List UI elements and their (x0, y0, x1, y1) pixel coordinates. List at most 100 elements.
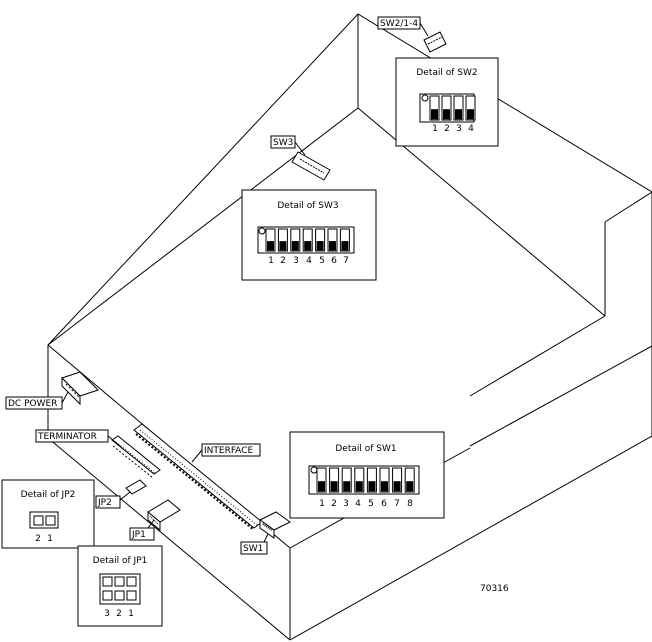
sw2-number-3: 3 (456, 124, 462, 134)
jp1-number-2: 2 (116, 609, 122, 619)
detail-sw1-title: Detail of SW1 (335, 444, 396, 454)
sw3-switch-2-knob (279, 241, 287, 251)
jp1-pin-2b (114, 590, 125, 601)
dc-power-callout: DC POWER (5, 391, 69, 410)
jp1-pin-3a (102, 576, 113, 587)
sw2-switch-1-knob (431, 109, 438, 120)
sw3-switch-7-knob (341, 241, 349, 251)
sw3-number-7: 7 (343, 256, 349, 266)
sw2-number-1: 1 (432, 124, 438, 134)
sw1-switch-4 (354, 467, 365, 493)
sw1-number-2: 2 (331, 499, 337, 509)
sw1-switch-4-knob (355, 481, 363, 492)
sw1-switch-2 (329, 467, 340, 493)
sw1-switch-1-knob (318, 481, 325, 492)
dc-power-callout-label: DC POWER (8, 399, 57, 409)
detail-jp1: Detail of JP1 3 2 1 (77, 545, 163, 627)
detail-sw2-title: Detail of SW2 (416, 68, 477, 78)
sw1-switch-3-knob (343, 481, 351, 492)
sw1-number-1: 1 (319, 499, 325, 509)
jp2-callout: JP2 (95, 491, 131, 509)
sw1-switch-6-knob (381, 481, 388, 492)
sw1-switch-6 (379, 467, 390, 493)
jp1-pin-2a (114, 576, 125, 587)
sw1-number-5: 5 (368, 499, 374, 509)
sw3-number-3: 3 (293, 256, 299, 266)
sw3-switch-5-knob (316, 241, 324, 251)
sw3-switch-4 (302, 228, 313, 252)
sw3-callout: SW3 (270, 135, 306, 156)
sw2-number-2: 2 (444, 124, 450, 134)
sw3-callout-label: SW3 (273, 138, 293, 148)
sw3-switch-6 (327, 228, 338, 252)
sw2-switch-1 (429, 95, 440, 121)
sw3-number-2: 2 (280, 256, 286, 266)
sw3-number-6: 6 (331, 256, 337, 266)
jp1-callout-label: JP1 (131, 530, 146, 540)
jp2-pin-2 (33, 515, 44, 526)
dc-power-connector (61, 371, 99, 406)
sw3-switch-1 (265, 228, 276, 252)
sw3-switch-5 (315, 228, 326, 252)
sw2-switch-2 (441, 95, 452, 121)
sw1-switch-7-knob (393, 481, 401, 492)
sw1-number-4: 4 (355, 499, 361, 509)
sw2-callout-label: SW2/1-4 (380, 19, 418, 29)
sw3-switch-2 (277, 228, 288, 252)
sw3-switch-7 (339, 228, 350, 252)
jp2-jumper (125, 479, 147, 495)
jp1-number-1: 1 (128, 609, 134, 619)
sw3-switch-6-knob (329, 241, 336, 251)
detail-jp2-title: Detail of JP2 (21, 490, 76, 500)
sw1-switch-1 (316, 467, 327, 493)
jp1-jumper (147, 499, 181, 532)
sw1-switch-2-knob (330, 481, 338, 492)
sw3-number-4: 4 (306, 256, 312, 266)
sw2-switch-3 (453, 95, 464, 121)
sw1-callout: SW1 (240, 533, 269, 555)
jp2-number-2: 2 (35, 534, 41, 544)
interface-callout: INTERFACE (191, 443, 261, 463)
jp2-number-1: 1 (47, 534, 53, 544)
sw3-switch-4-knob (304, 241, 312, 251)
figure-code: 70316 (480, 584, 509, 594)
detail-sw2: Detail of SW2 1 2 3 4 (395, 57, 499, 147)
sw3-number-1: 1 (268, 256, 274, 266)
sw3-component (291, 151, 331, 181)
sw1-number-3: 3 (343, 499, 349, 509)
sw3-number-5: 5 (319, 256, 325, 266)
sw3-switch-1-knob (267, 241, 274, 251)
detail-jp2: Detail of JP2 2 1 (1, 479, 95, 549)
jp1-number-3: 3 (104, 609, 110, 619)
sw1-number-6: 6 (381, 499, 387, 509)
sw2-number-4: 4 (468, 124, 474, 134)
jp2-callout-label: JP2 (97, 498, 112, 508)
terminator-callout: TERMINATOR (35, 429, 121, 447)
sw1-switch-3 (341, 467, 352, 493)
sw1-number-7: 7 (394, 499, 400, 509)
sw1-switch-5 (366, 467, 377, 493)
sw1-component (259, 511, 291, 539)
sw2-switch-4-knob (467, 109, 474, 120)
sw2-switch-2-knob (443, 109, 450, 120)
sw1-switch-8-knob (406, 481, 414, 492)
detail-sw3-title: Detail of SW3 (277, 201, 338, 211)
terminator-callout-label: TERMINATOR (37, 432, 97, 442)
jp2-pin-1 (45, 515, 56, 526)
jp1-pin-3b (102, 590, 113, 601)
detail-jp1-title: Detail of JP1 (93, 556, 148, 566)
detail-sw3: Detail of SW3 1 2 3 4 5 6 7 (241, 189, 377, 281)
jp1-callout: JP1 (129, 519, 155, 541)
sw1-switch-7 (392, 467, 403, 493)
terminator-pack (111, 435, 161, 479)
sw3-switch-3 (290, 228, 301, 252)
detail-sw1: Detail of SW1 1 2 3 4 5 6 7 8 (289, 431, 445, 519)
sw2-switch-3-knob (455, 109, 462, 120)
sw3-switch-3-knob (291, 241, 299, 251)
sw2-switch-4 (465, 95, 476, 121)
sw1-switch-5-knob (368, 481, 376, 492)
sw1-callout-label: SW1 (243, 544, 263, 554)
sw1-switch-8 (404, 467, 415, 493)
